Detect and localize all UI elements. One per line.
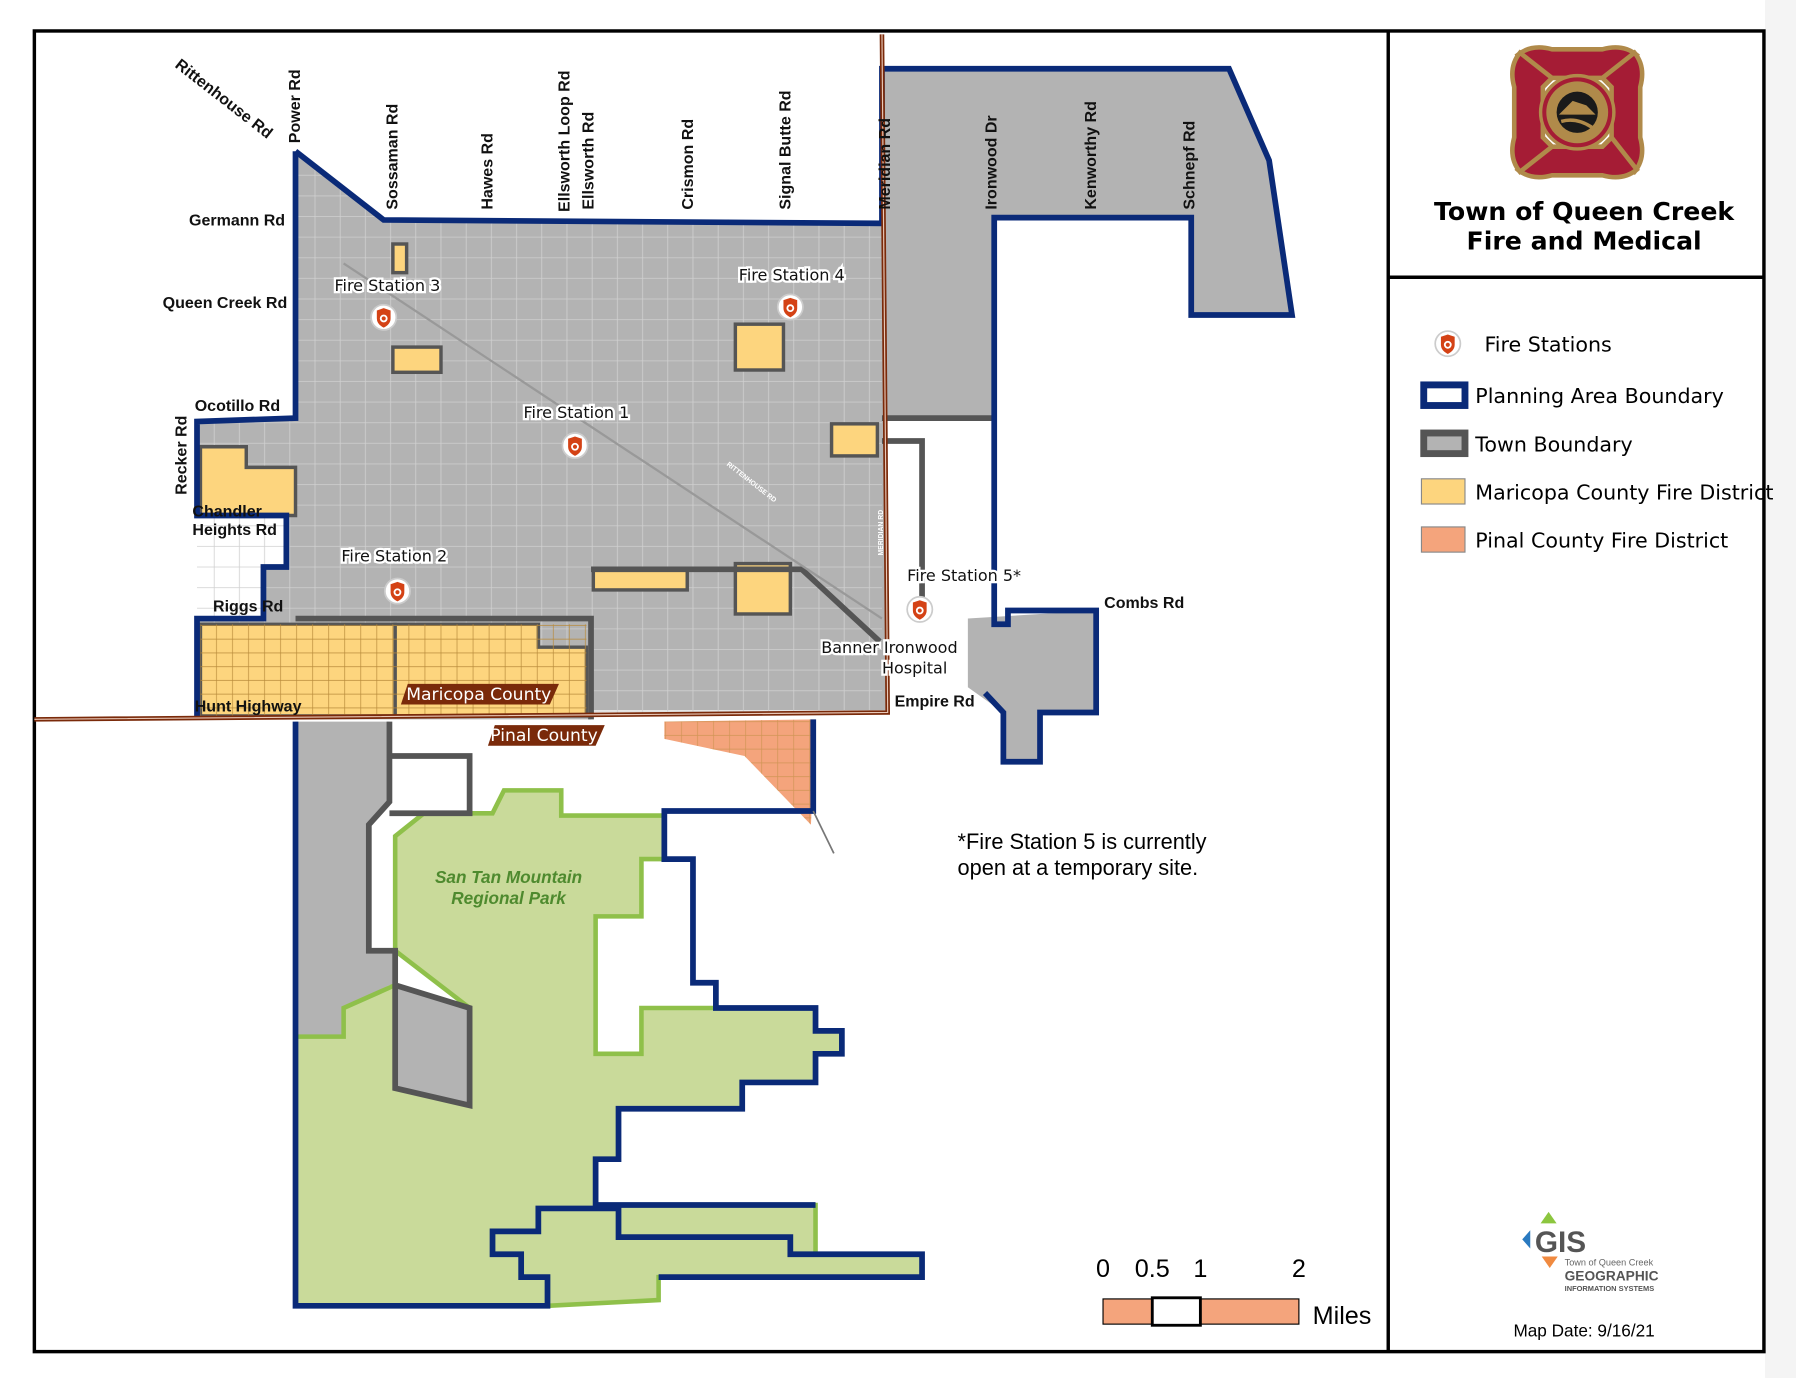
fire-station-icon (370, 303, 398, 331)
title-line-1: Town of Queen Creek (1434, 197, 1735, 226)
svg-text:Sossaman Rd: Sossaman Rd (383, 104, 401, 210)
svg-text:0: 0 (1096, 1255, 1110, 1283)
svg-text:Ironwood Dr: Ironwood Dr (983, 115, 1001, 209)
svg-text:Town of Queen Creek: Town of Queen Creek (1565, 1258, 1654, 1268)
svg-text:1: 1 (1193, 1255, 1207, 1283)
svg-text:Pinal County: Pinal County (490, 726, 598, 746)
pinal-swatch (1420, 526, 1466, 553)
park-label: San Tan Mountain (435, 867, 582, 887)
svg-text:GIS: GIS (1535, 1226, 1586, 1259)
svg-text:Kenworthy Rd: Kenworthy Rd (1082, 101, 1100, 210)
maricopa-swatch (1420, 478, 1466, 505)
svg-text:Fire Station 3: Fire Station 3 (334, 276, 440, 295)
svg-text:Fire Station 1: Fire Station 1 (523, 403, 629, 422)
svg-text:MERIDIAN RD: MERIDIAN RD (878, 510, 885, 556)
svg-text:Miles: Miles (1313, 1302, 1372, 1330)
svg-text:Maricopa County: Maricopa County (406, 685, 551, 705)
fire-station-icon (383, 577, 411, 605)
svg-text:Germann Rd: Germann Rd (189, 212, 285, 230)
note-line-2: open at a temporary site. (958, 855, 1199, 880)
fire-station-icon (776, 293, 804, 321)
fire-department-logo (1510, 45, 1645, 180)
svg-text:Signal Butte Rd: Signal Butte Rd (776, 90, 794, 209)
svg-text:Queen Creek Rd: Queen Creek Rd (163, 294, 288, 312)
svg-text:Meridian Rd: Meridian Rd (876, 118, 894, 210)
svg-text:Ellsworth Rd: Ellsworth Rd (579, 112, 597, 210)
svg-text:0.5: 0.5 (1135, 1255, 1170, 1283)
svg-text:Combs Rd: Combs Rd (1104, 594, 1184, 612)
note-line-1: *Fire Station 5 is currently (958, 829, 1207, 854)
town-boundary-swatch (1420, 429, 1469, 458)
planning-boundary-swatch (1420, 381, 1469, 409)
fire-station-icon (561, 432, 589, 460)
svg-text:Recker Rd: Recker Rd (173, 416, 191, 495)
title-line-2: Fire and Medical (1466, 227, 1701, 256)
svg-text:Planning Area Boundary: Planning Area Boundary (1475, 384, 1724, 408)
fire-station-icon (906, 595, 934, 623)
svg-text:Schnepf Rd: Schnepf Rd (1181, 121, 1199, 210)
svg-text:Power Rd: Power Rd (286, 69, 304, 143)
svg-text:Ellsworth Loop Rd: Ellsworth Loop Rd (555, 70, 573, 211)
svg-text:Riggs Rd: Riggs Rd (213, 598, 283, 616)
svg-text:Fire Station 4: Fire Station 4 (739, 266, 845, 285)
svg-text:Heights Rd: Heights Rd (192, 521, 277, 539)
fire-station-1[interactable]: Fire Station 1 (521, 401, 632, 460)
svg-text:Crismon Rd: Crismon Rd (679, 119, 697, 210)
fire-station-4[interactable]: Fire Station 4 (736, 263, 847, 321)
svg-text:Empire Rd: Empire Rd (895, 693, 975, 711)
svg-text:Fire Station 5*: Fire Station 5* (907, 566, 1021, 585)
legend: Fire Stations Planning Area Boundary Tow… (1420, 330, 1773, 553)
svg-text:Ocotillo Rd: Ocotillo Rd (195, 397, 280, 415)
planning-area-boundary (194, 65, 1296, 1309)
svg-text:INFORMATION SYSTEMS: INFORMATION SYSTEMS (1565, 1284, 1655, 1293)
fire-station-3[interactable]: Fire Station 3 (332, 274, 443, 331)
svg-text:Fire Station 2: Fire Station 2 (341, 546, 447, 565)
park-label-2: Regional Park (451, 888, 567, 908)
fire-station-icon (1434, 330, 1462, 358)
fire-station-2[interactable]: Fire Station 2 (339, 544, 450, 605)
pinal-county-tag: Pinal County (487, 725, 605, 746)
svg-text:Fire Stations: Fire Stations (1484, 333, 1611, 357)
gis-logo: GIS Town of Queen Creek GEOGRAPHIC INFOR… (1522, 1211, 1659, 1293)
map-date: Map Date: 9/16/21 (1513, 1321, 1654, 1341)
fire-station-5[interactable]: Fire Station 5* (905, 563, 1023, 623)
map-area[interactable]: Fire Station 3 Fire Station 4 Fire Stati… (34, 34, 1371, 1330)
maricopa-county-tag: Maricopa County (400, 683, 559, 705)
hospital-label: Banner Ironwood (821, 638, 957, 657)
hospital-label-2: Hospital (882, 659, 947, 678)
svg-text:2: 2 (1292, 1255, 1306, 1283)
svg-text:Hawes Rd: Hawes Rd (479, 133, 497, 210)
svg-text:Hunt Highway: Hunt Highway (195, 697, 302, 715)
scale-bar: 0 0.5 1 2 Miles (1096, 1255, 1371, 1330)
svg-text:Pinal County Fire District: Pinal County Fire District (1475, 529, 1728, 553)
svg-text:Town Boundary: Town Boundary (1474, 432, 1632, 456)
svg-text:GEOGRAPHIC: GEOGRAPHIC (1565, 1269, 1659, 1284)
svg-text:Maricopa County Fire District: Maricopa County Fire District (1475, 480, 1773, 504)
svg-text:Chandler: Chandler (192, 503, 261, 521)
